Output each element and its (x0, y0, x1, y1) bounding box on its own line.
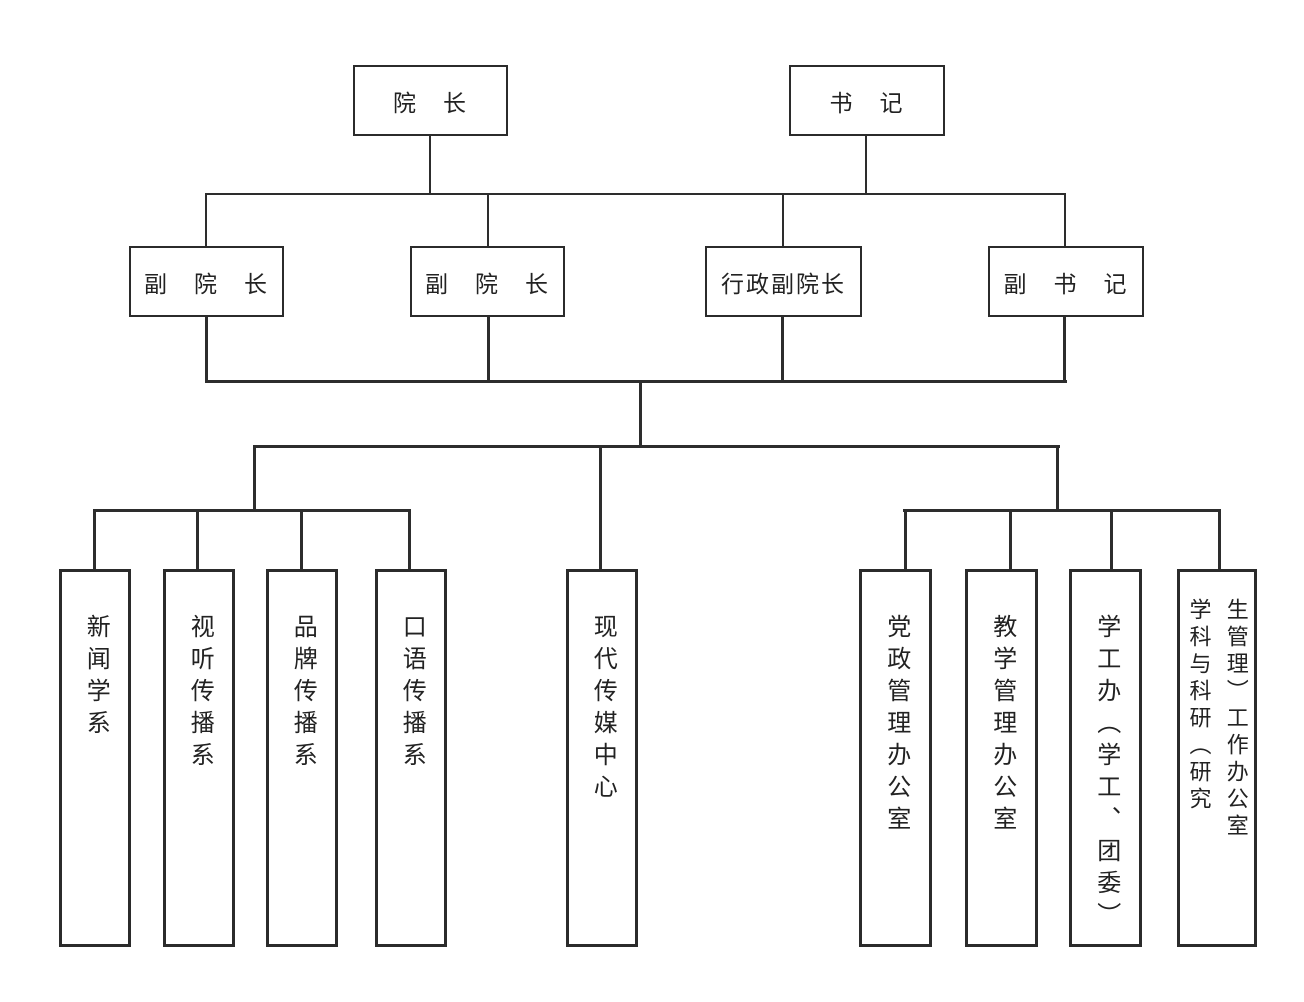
connector-dean-drop (429, 135, 431, 194)
node-office-discipline-research: 学科与科研（研究 生管理）工作办公室 (1177, 569, 1257, 947)
connector-bus-left-group (93, 509, 411, 512)
node-office-student-work: 学工办（学工、团委） (1069, 569, 1142, 947)
connector-admin-vice-dean-drop (781, 316, 784, 381)
connector-office-student-work-drop (1110, 510, 1113, 569)
connector-office-party-admin-drop (904, 510, 907, 569)
connector-admin-vice-dean-riser (782, 194, 784, 246)
node-dept-audiovisual-label: 视听传播系 (186, 614, 213, 774)
connector-vice-dean-2-drop (487, 316, 490, 381)
node-dept-oral: 口语传播系 (375, 569, 447, 947)
connector-secretary-drop (865, 135, 867, 194)
node-media-center: 现代传媒中心 (566, 569, 638, 947)
node-deputy-secretary-label: 副 书 记 (1003, 271, 1129, 297)
node-office-discipline-research-column-1: 学科与科研（研究 (1186, 598, 1212, 814)
connector-bus-level2 (205, 380, 1067, 383)
connector-dept-audiovisual-drop (196, 510, 199, 569)
node-admin-vice-dean: 行政副院长 (705, 246, 862, 317)
node-office-teaching-label: 教学管理办公室 (988, 614, 1015, 838)
connector-bus-level1 (205, 193, 1066, 195)
node-dean-label: 院 长 (393, 90, 468, 116)
node-office-teaching: 教学管理办公室 (965, 569, 1038, 947)
node-office-party-admin-label: 党政管理办公室 (882, 614, 909, 838)
node-office-student-work-label: 学工办（学工、团委） (1092, 614, 1119, 934)
node-dept-brand-label: 品牌传播系 (289, 614, 316, 774)
node-dept-audiovisual: 视听传播系 (163, 569, 235, 947)
node-media-center-label: 现代传媒中心 (589, 614, 616, 806)
node-deputy-secretary: 副 书 记 (988, 246, 1144, 317)
node-office-discipline-research-column-2: 生管理）工作办公室 (1223, 598, 1249, 841)
node-vice-dean-1-label: 副 院 长 (144, 271, 269, 297)
connector-dept-journalism-drop (93, 510, 96, 569)
connector-bus-right-group (903, 509, 1221, 512)
connector-vice-dean-1-riser (205, 194, 207, 246)
connector-media-center-drop (599, 446, 602, 569)
connector-vice-dean-1-drop (205, 316, 208, 381)
connector-right-group-drop (1056, 446, 1059, 510)
node-vice-dean-1: 副 院 长 (129, 246, 284, 317)
node-office-party-admin: 党政管理办公室 (859, 569, 932, 947)
connector-dept-oral-drop (408, 510, 411, 569)
connector-vice-dean-2-riser (487, 194, 489, 246)
connector-left-group-drop (253, 446, 256, 510)
connector-center-drop (639, 381, 642, 446)
node-dept-oral-label: 口语传播系 (398, 614, 425, 774)
node-dept-journalism-label: 新闻学系 (82, 614, 109, 742)
node-dept-brand: 品牌传播系 (266, 569, 338, 947)
node-admin-vice-dean-label: 行政副院长 (721, 271, 846, 297)
connector-bus-level3 (253, 445, 1060, 448)
node-dean: 院 长 (353, 65, 508, 136)
connector-deputy-secretary-drop (1063, 316, 1066, 381)
node-dept-journalism: 新闻学系 (59, 569, 131, 947)
node-secretary: 书 记 (789, 65, 945, 136)
node-vice-dean-2: 副 院 长 (410, 246, 565, 317)
connector-deputy-secretary-riser (1064, 194, 1066, 246)
node-vice-dean-2-label: 副 院 长 (425, 271, 550, 297)
connector-office-teaching-drop (1009, 510, 1012, 569)
connector-office-discipline-research-drop (1218, 510, 1221, 569)
node-secretary-label: 书 记 (829, 90, 905, 116)
connector-dept-brand-drop (300, 510, 303, 569)
